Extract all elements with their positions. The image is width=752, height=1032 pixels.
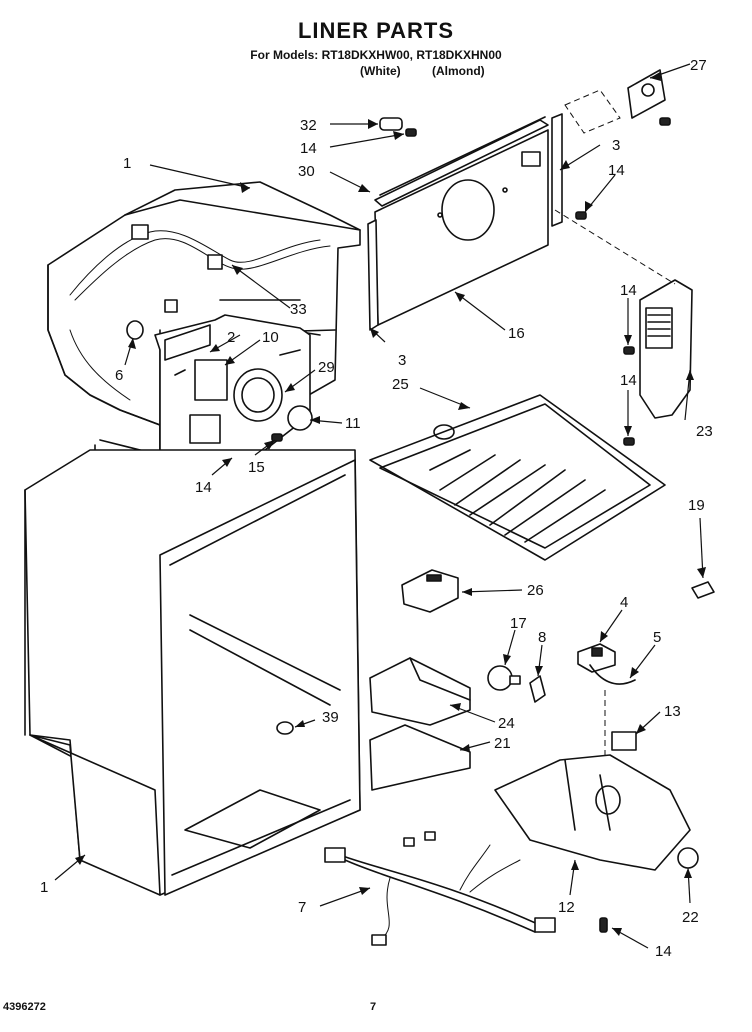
callout-10: 10: [262, 329, 279, 346]
callout-7: 7: [298, 899, 306, 916]
part-26-switch: [401, 569, 459, 613]
color-white-label: (White): [360, 64, 401, 78]
callout-16: 16: [508, 325, 525, 342]
callout-14-bottom: 14: [655, 943, 672, 960]
page-title: LINER PARTS: [297, 18, 455, 43]
callout-14-shelf: 14: [620, 372, 637, 389]
callout-6: 6: [115, 367, 123, 384]
callout-39: 39: [322, 709, 339, 726]
part-6-bracket: [126, 320, 144, 340]
part-12-control-housing: [494, 754, 691, 871]
callout-26: 26: [527, 582, 544, 599]
callout-32: 32: [300, 117, 317, 134]
callout-1-upper: 1: [123, 155, 131, 172]
part-19-clip: [691, 581, 715, 599]
callout-25: 25: [392, 376, 409, 393]
part-25-freezer-shelf: [369, 394, 666, 561]
color-almond-label: (Almond): [432, 64, 485, 78]
part-27-cover: [627, 69, 666, 119]
part-7-wire-harness: [324, 831, 556, 946]
document-number: 4396272: [3, 1001, 46, 1013]
part-5-capillary: [589, 664, 636, 685]
callout-2: 2: [227, 329, 235, 346]
part-13-switch: [611, 731, 637, 751]
callout-27: 27: [690, 57, 707, 74]
arrowheads: [75, 72, 706, 936]
part-17-light-bulb: [487, 665, 521, 691]
part-4-thermostat: [577, 643, 616, 673]
callout-19: 19: [688, 497, 705, 514]
callout-14-left: 14: [195, 479, 212, 496]
callout-11: 11: [345, 415, 361, 432]
callout-3-right: 3: [612, 137, 620, 154]
callout-21: 21: [494, 735, 511, 752]
part-24-light-housing: [369, 657, 471, 726]
part-30-trim-strip: [374, 116, 549, 207]
callout-14-vent: 14: [620, 282, 637, 299]
callout-14-top: 14: [300, 140, 317, 157]
callout-17: 17: [510, 615, 527, 632]
callout-15: 15: [248, 459, 265, 476]
callout-4: 4: [620, 594, 628, 611]
part-39-plug: [276, 721, 294, 735]
model-numbers: For Models: RT18DKXHW00, RT18DKXHN00: [250, 48, 502, 62]
page-number: 7: [370, 1001, 377, 1013]
callout-12: 12: [558, 899, 575, 916]
part-32-plug: [379, 117, 403, 131]
callout-24: 24: [498, 715, 515, 732]
part-23-damper-housing: [639, 279, 693, 419]
part-27-outline: [564, 89, 621, 134]
callout-22: 22: [682, 909, 699, 926]
part-3-gasket-right: [551, 113, 563, 227]
callout-23: 23: [696, 423, 713, 440]
callout-5: 5: [653, 629, 661, 646]
callout-1-lower: 1: [40, 879, 48, 896]
part-21-light-shield: [369, 724, 471, 791]
callout-30: 30: [298, 163, 315, 180]
part-fresh-food-liner: [24, 449, 361, 896]
callout-13: 13: [664, 703, 681, 720]
callout-29: 29: [318, 359, 335, 376]
part-22-knob: [677, 847, 699, 869]
callout-8: 8: [538, 629, 546, 646]
part-8-lamp-socket: [529, 675, 546, 703]
part-control-housing: [154, 314, 313, 471]
callout-14-right: 14: [608, 162, 625, 179]
callout-33: 33: [290, 301, 307, 318]
callout-3-left: 3: [398, 352, 406, 369]
callout-labels: 27 32 14 3 14 30 1 33 16 14 2 10 6 29 3 …: [40, 57, 713, 960]
part-3-gasket-left: [367, 219, 379, 331]
